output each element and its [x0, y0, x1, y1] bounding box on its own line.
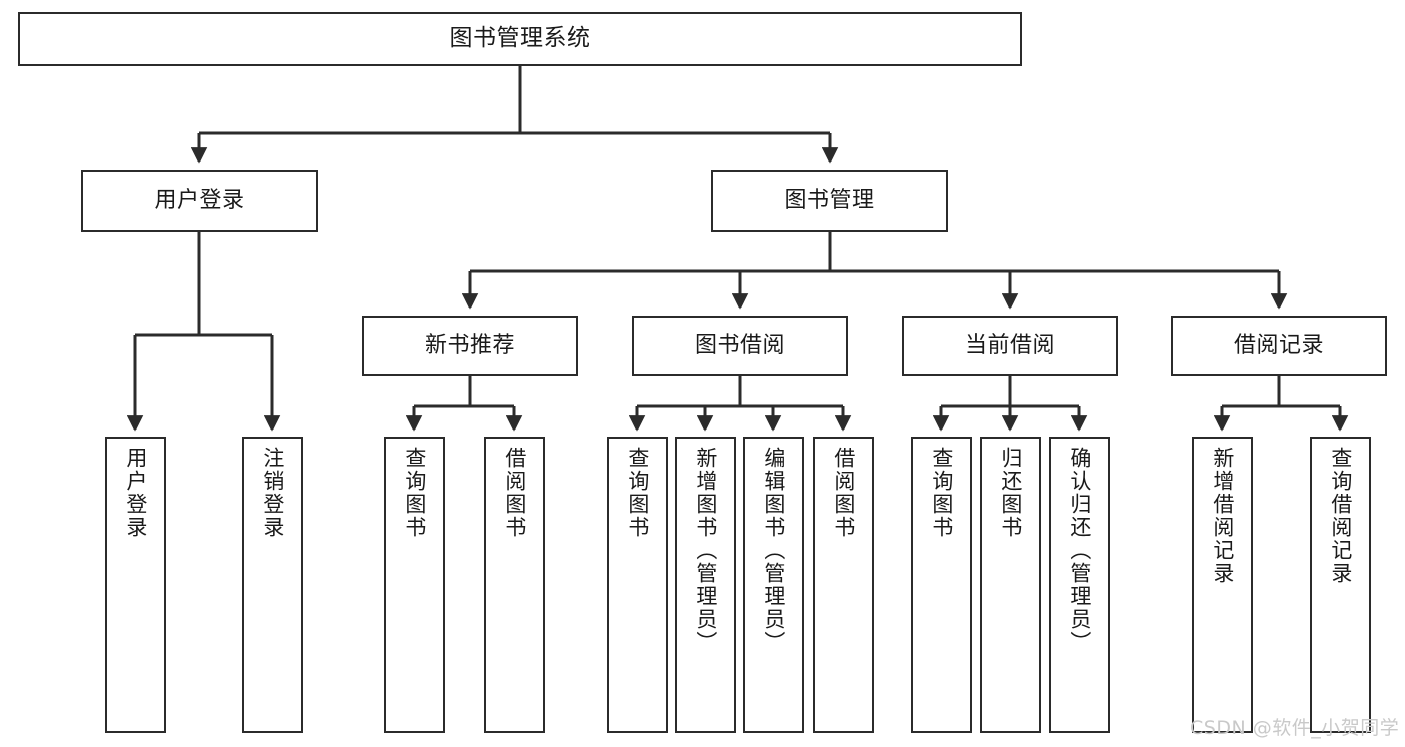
- node-label: 图书管理系统: [449, 25, 591, 52]
- leaf-edit-book-admin[interactable]: 编辑图书（管理员）: [743, 437, 804, 733]
- node-label: 查询图书: [625, 447, 650, 539]
- leaf-query-book-current[interactable]: 查询图书: [911, 437, 972, 733]
- node-label: 编辑图书（管理员）: [761, 447, 786, 654]
- node-label: 新增图书（管理员）: [693, 447, 718, 654]
- leaf-borrow-book-recommend[interactable]: 借阅图书: [484, 437, 545, 733]
- node-label: 用户登录: [154, 187, 245, 213]
- node-label: 新书推荐: [424, 332, 515, 358]
- node-label: 新增借阅记录: [1210, 447, 1235, 585]
- node-label: 当前借阅: [964, 332, 1055, 358]
- leaf-query-book-recommend[interactable]: 查询图书: [384, 437, 445, 733]
- node-book-borrow[interactable]: 图书借阅: [632, 316, 848, 376]
- node-label: 查询图书: [929, 447, 954, 539]
- leaf-confirm-return-admin[interactable]: 确认归还（管理员）: [1049, 437, 1110, 733]
- watermark-text: CSDN @软件_小贺同学: [1190, 717, 1400, 739]
- leaf-user-login[interactable]: 用户登录: [105, 437, 166, 733]
- node-label: 归还图书: [998, 447, 1023, 539]
- node-borrow-record[interactable]: 借阅记录: [1171, 316, 1387, 376]
- node-user-login[interactable]: 用户登录: [81, 170, 318, 232]
- leaf-query-borrow-record[interactable]: 查询借阅记录: [1310, 437, 1371, 733]
- node-label: 借阅图书: [831, 447, 856, 539]
- node-label: 图书管理: [784, 187, 875, 213]
- leaf-return-book[interactable]: 归还图书: [980, 437, 1041, 733]
- node-current-borrow[interactable]: 当前借阅: [902, 316, 1118, 376]
- node-root-book-management-system[interactable]: 图书管理系统: [18, 12, 1022, 66]
- node-label: 确认归还（管理员）: [1067, 447, 1092, 654]
- node-new-book-recommend[interactable]: 新书推荐: [362, 316, 578, 376]
- leaf-query-book-borrow[interactable]: 查询图书: [607, 437, 668, 733]
- leaf-logout[interactable]: 注销登录: [242, 437, 303, 733]
- node-label: 图书借阅: [694, 332, 785, 358]
- node-label: 借阅图书: [502, 447, 527, 539]
- node-label: 注销登录: [260, 447, 285, 539]
- node-label: 查询图书: [402, 447, 427, 539]
- leaf-add-book-admin[interactable]: 新增图书（管理员）: [675, 437, 736, 733]
- node-label: 用户登录: [123, 447, 148, 539]
- leaf-borrow-book[interactable]: 借阅图书: [813, 437, 874, 733]
- node-label: 借阅记录: [1233, 332, 1324, 358]
- node-label: 查询借阅记录: [1328, 447, 1353, 585]
- node-book-management[interactable]: 图书管理: [711, 170, 948, 232]
- leaf-add-borrow-record[interactable]: 新增借阅记录: [1192, 437, 1253, 733]
